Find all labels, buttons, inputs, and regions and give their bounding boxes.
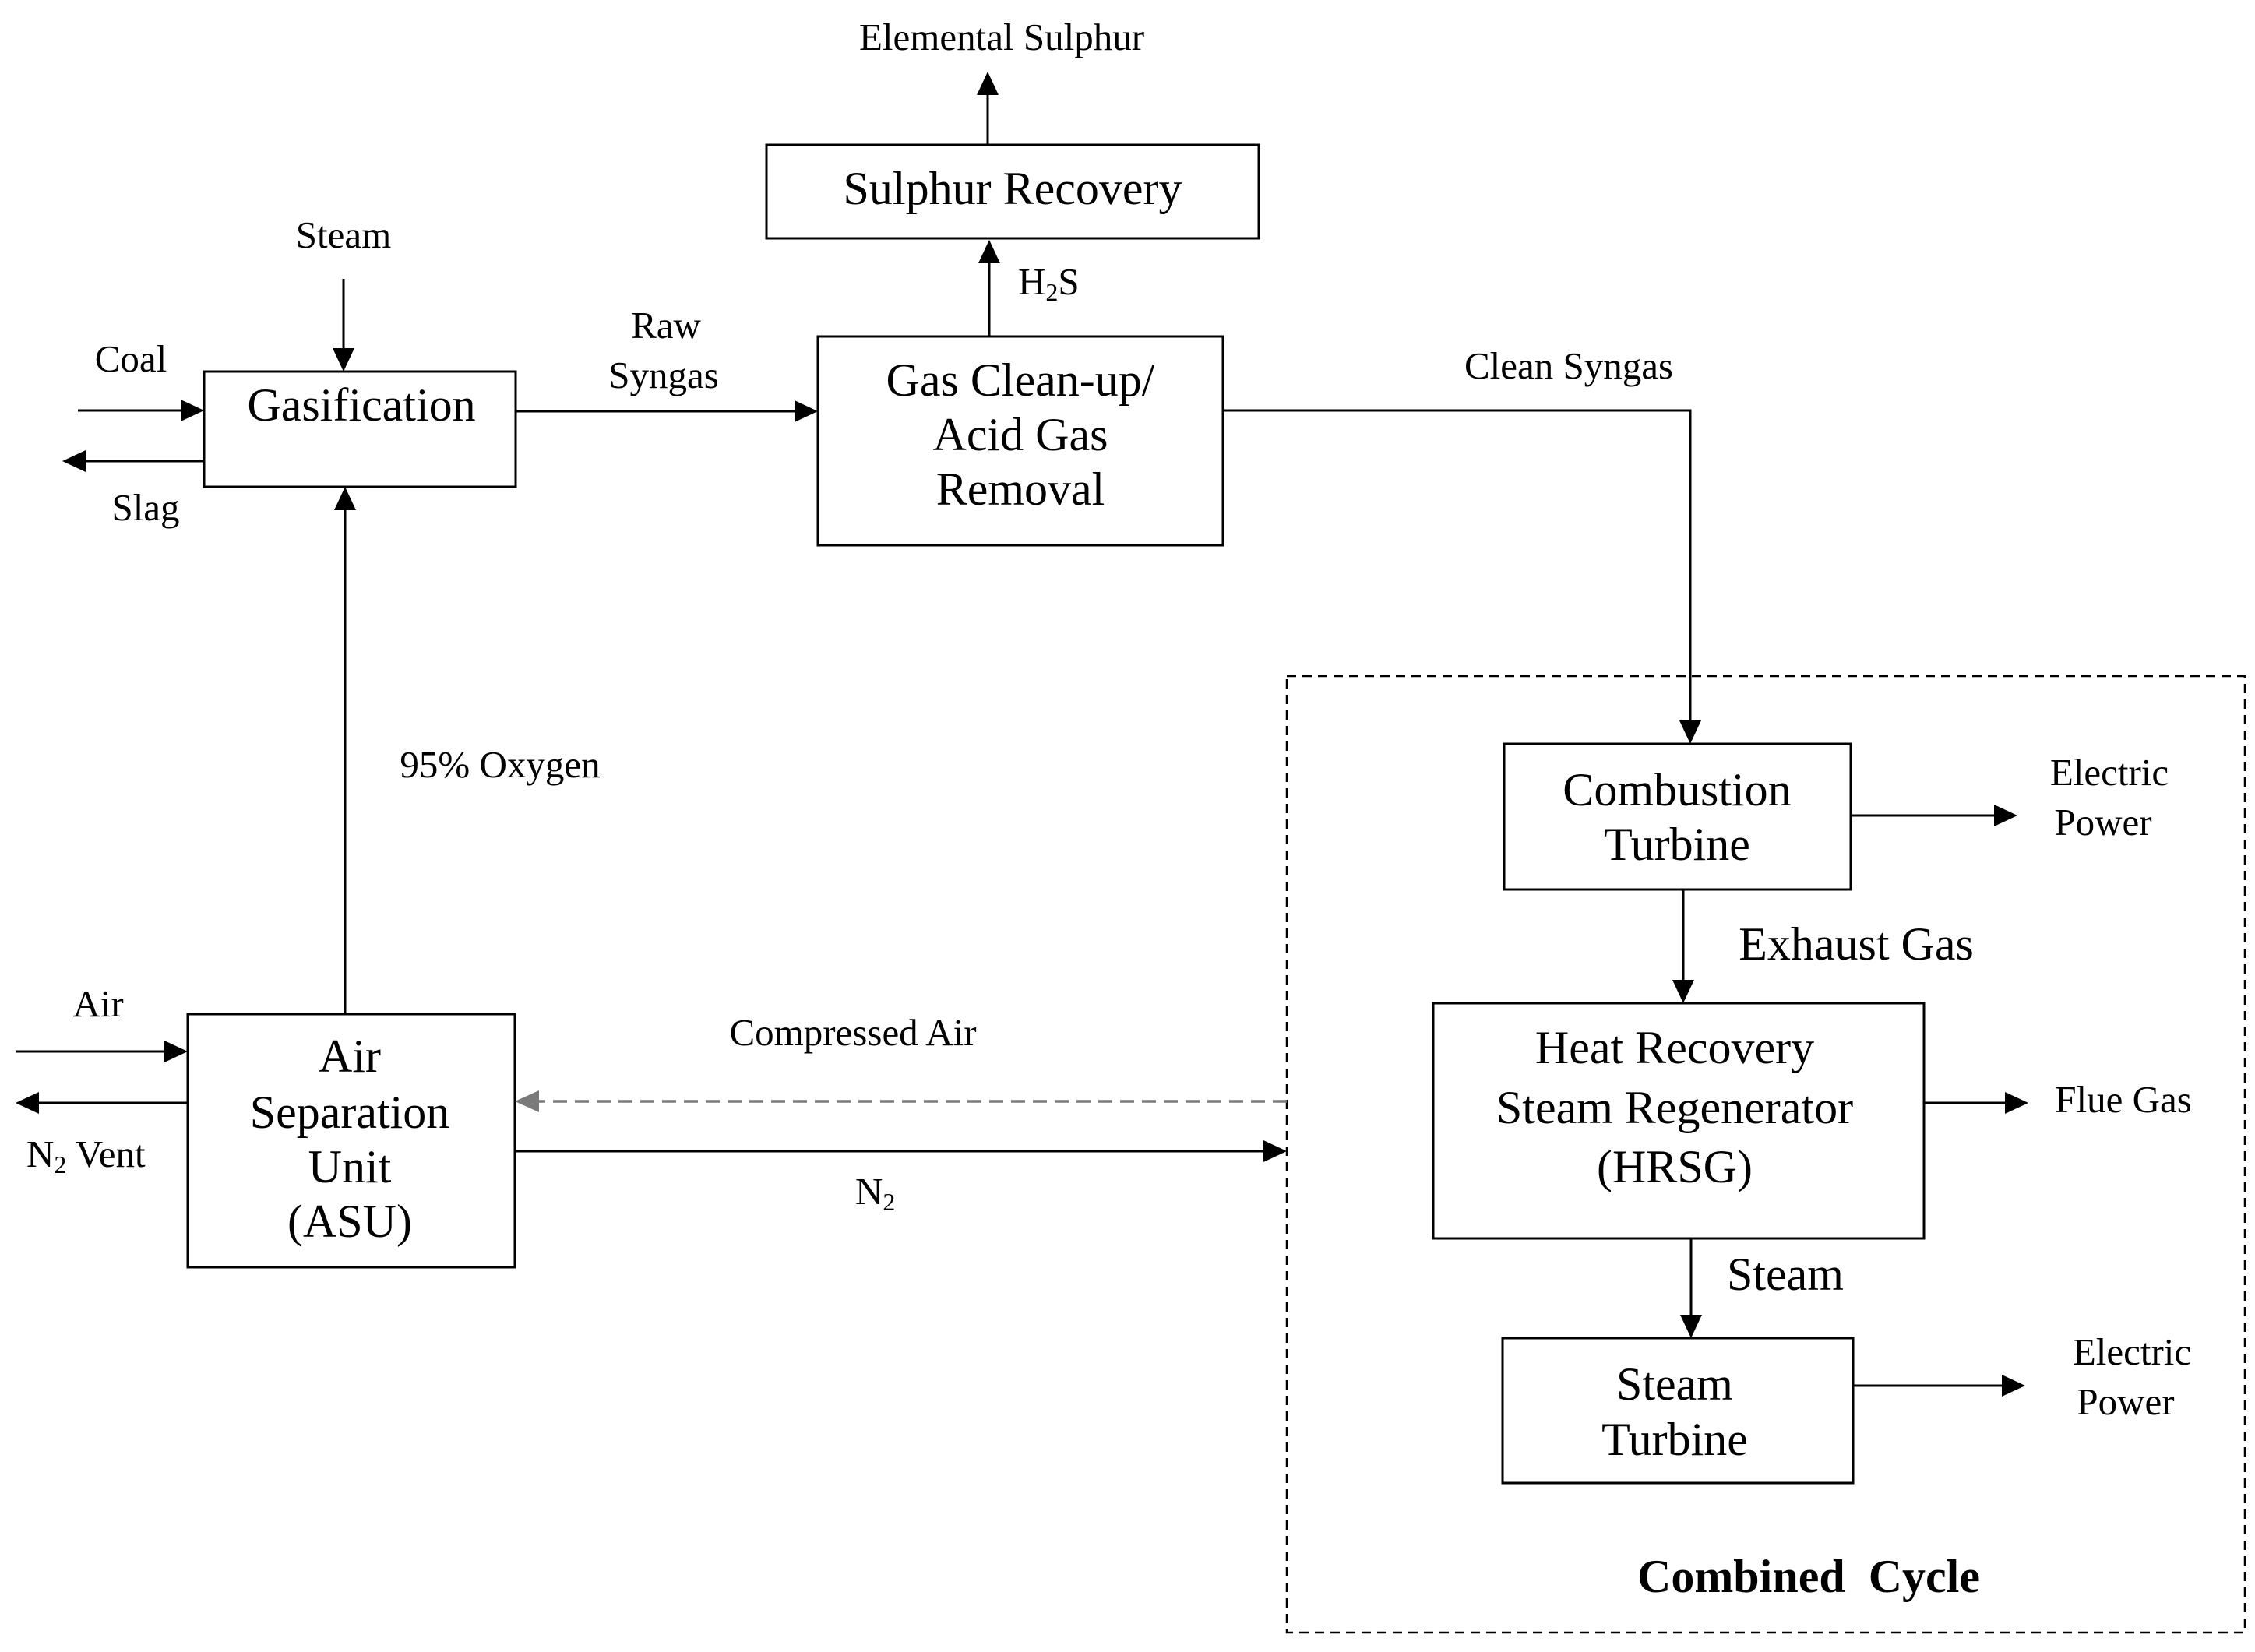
combustion-turbine-label-line1: Combustion — [1563, 764, 1791, 815]
electric-power-2-label-line2: Power — [2077, 1380, 2174, 1423]
electric-power-1-label-line1: Electric — [2050, 751, 2169, 794]
oxygen-label: 95% Oxygen — [400, 743, 600, 786]
gas-cleanup-label-line2: Acid Gas — [933, 409, 1108, 460]
electric-power-2-label-line1: Electric — [2073, 1330, 2191, 1373]
electric-power-2-arrow — [1853, 1375, 2025, 1397]
combined-cycle-label: Combined Cycle — [1637, 1551, 1980, 1602]
gas-cleanup-block: Gas Clean-up/ Acid Gas Removal — [816, 335, 1224, 547]
h2s-label: H2S — [1018, 260, 1080, 306]
exhaust-gas-label: Exhaust Gas — [1739, 918, 1974, 970]
hrsg-label-line2: Steam Regenerator — [1496, 1082, 1853, 1133]
n2-label: N2 — [855, 1170, 895, 1216]
exhaust-gas-arrow — [1672, 889, 1694, 1003]
raw-syngas-arrow — [516, 400, 818, 422]
sulphur-recovery-block: Sulphur Recovery — [765, 143, 1260, 240]
hrsg-block: Heat Recovery Steam Regenerator (HRSG) — [1432, 1002, 1926, 1240]
combined-cycle-region — [1285, 675, 2246, 1634]
slag-arrow — [62, 450, 204, 472]
oxygen-arrow — [334, 487, 356, 1014]
gas-cleanup-label-line3: Removal — [936, 463, 1105, 515]
flue-gas-label: Flue Gas — [2055, 1078, 2192, 1121]
hrsg-label-line1: Heat Recovery — [1535, 1022, 1814, 1073]
steam-turbine-block: Steam Turbine — [1501, 1337, 1855, 1485]
clean-syngas-arrow — [1223, 409, 1701, 744]
n2-vent-label: N2 Vent — [26, 1132, 146, 1178]
clean-syngas-label: Clean Syngas — [1464, 344, 1673, 387]
steam-turbine-label-line1: Steam — [1616, 1358, 1733, 1410]
raw-syngas-label-line1: Raw — [631, 304, 701, 347]
elemental-sulphur-label: Elemental Sulphur — [859, 16, 1144, 58]
asu-label-line3: Unit — [308, 1141, 392, 1192]
flue-gas-arrow — [1924, 1092, 2028, 1114]
slag-label: Slag — [111, 486, 179, 529]
h2s-arrow — [978, 240, 1000, 336]
asu-label-line4: (ASU) — [287, 1196, 412, 1247]
combustion-turbine-block: Combustion Turbine — [1503, 742, 1852, 891]
elemental-sulphur-arrow — [977, 72, 999, 145]
air-arrow — [16, 1041, 188, 1062]
asu-label-line2: Separation — [250, 1087, 450, 1138]
steam-in-arrow — [333, 279, 354, 372]
coal-arrow — [78, 400, 204, 421]
gasification-block: Gasification — [203, 370, 517, 488]
n2-arrow — [515, 1140, 1287, 1162]
combustion-turbine-label-line2: Turbine — [1604, 819, 1750, 870]
asu-block: Air Separation Unit (ASU) — [186, 1013, 516, 1269]
raw-syngas-label-line2: Syngas — [608, 354, 719, 396]
electric-power-1-arrow — [1851, 805, 2017, 826]
electric-power-1-label-line2: Power — [2054, 801, 2151, 844]
gas-cleanup-label-line1: Gas Clean-up/ — [886, 354, 1155, 406]
n2-vent-arrow — [16, 1092, 188, 1114]
asu-label-line1: Air — [319, 1030, 381, 1082]
steam-hrsg-arrow — [1680, 1238, 1702, 1338]
steam-turbine-label-line2: Turbine — [1601, 1414, 1748, 1465]
steam-hrsg-label: Steam — [1727, 1249, 1844, 1300]
coal-label: Coal — [95, 337, 167, 380]
hrsg-label-line3: (HRSG) — [1597, 1141, 1753, 1192]
steam-in-label: Steam — [296, 213, 391, 256]
air-label: Air — [72, 982, 123, 1025]
sulphur-recovery-label: Sulphur Recovery — [844, 163, 1182, 214]
compressed-air-arrow — [515, 1090, 1287, 1112]
compressed-air-label: Compressed Air — [729, 1011, 976, 1054]
gasification-label: Gasification — [247, 379, 475, 431]
